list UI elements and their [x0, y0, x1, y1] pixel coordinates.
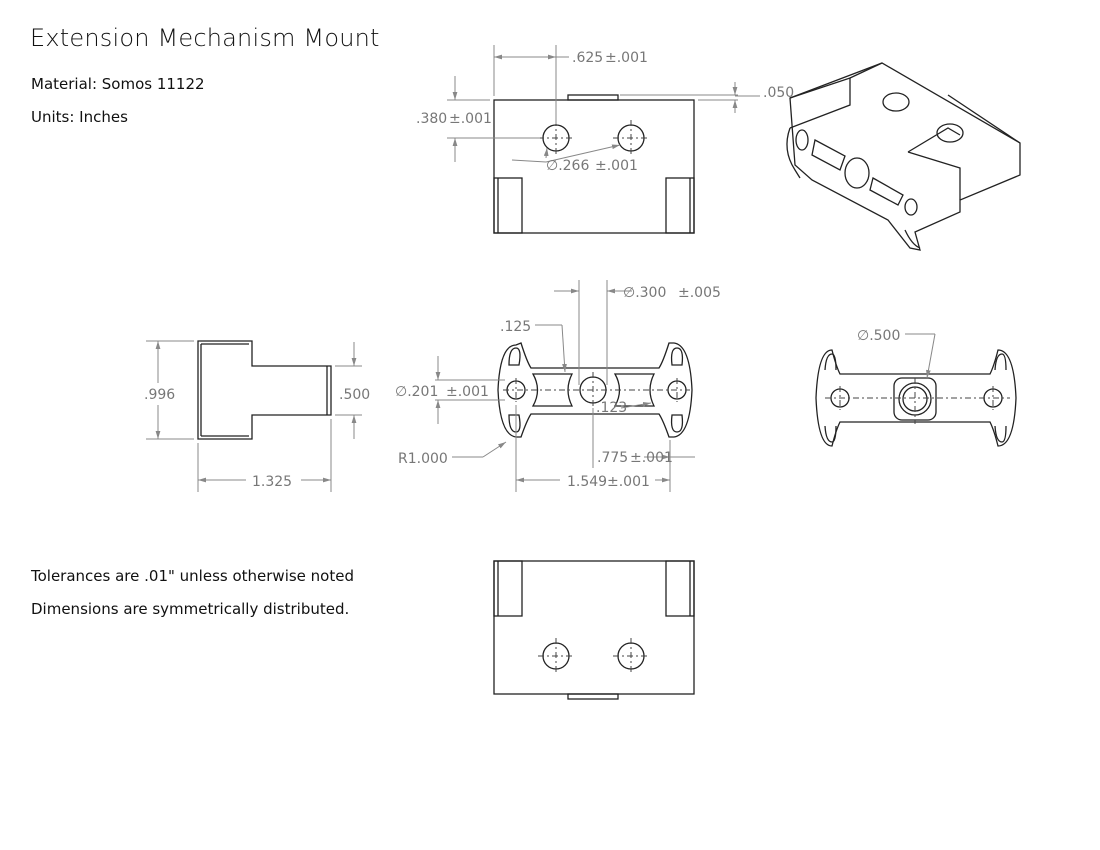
symmetry-note: Dimensions are symmetrically distributed… — [31, 600, 350, 618]
side-view: .996 .500 1.325 — [144, 340, 370, 492]
overall-span-tol: ±.001 — [607, 474, 650, 490]
half-span-tol: ±.001 — [630, 450, 673, 466]
center-bore-dim: ∅.300 — [623, 285, 666, 301]
center-bore-tol: ±.005 — [678, 285, 721, 301]
slot-width-dim: .125 — [500, 319, 531, 335]
hole-dia-tol: ±.001 — [595, 158, 638, 174]
bottom-view — [493, 560, 695, 700]
hole-offset-tol: ±.001 — [449, 111, 492, 127]
front-view: ∅.300 ±.005 .125 ∅.201 ±.001 .123 R1.000… — [395, 280, 721, 492]
boss-height-dim: .050 — [763, 85, 794, 101]
tolerance-note: Tolerances are .01" unless otherwise not… — [31, 567, 354, 585]
top-view: .625 ±.001 .050 .380 ±.001 ∅.266 ±.001 — [416, 45, 794, 234]
drawing-title: Extension Mechanism Mount — [30, 24, 380, 52]
hole-spacing-tol: ±.001 — [605, 50, 648, 66]
hole-spacing-dim: .625 — [572, 50, 603, 66]
web-dim: .123 — [596, 400, 627, 416]
side-length-dim: 1.325 — [252, 474, 292, 490]
shaft-dia-dim: ∅.500 — [857, 328, 900, 344]
side-neck-dim: .500 — [339, 387, 370, 403]
end-view: ∅.500 — [815, 328, 1017, 447]
hole-offset-dim: .380 — [416, 111, 447, 127]
units-note: Units: Inches — [31, 108, 128, 126]
end-radius-dim: R1.000 — [398, 451, 448, 467]
material-note: Material: Somos 11122 — [31, 75, 205, 93]
end-hole-tol: ±.001 — [446, 384, 489, 400]
side-height-dim: .996 — [144, 387, 175, 403]
end-hole-dia-dim: ∅.201 — [395, 384, 438, 400]
isometric-view — [786, 62, 1021, 251]
hole-dia-dim: ∅.266 — [546, 158, 589, 174]
overall-span-dim: 1.549 — [567, 474, 607, 490]
half-span-dim: .775 — [597, 450, 628, 466]
